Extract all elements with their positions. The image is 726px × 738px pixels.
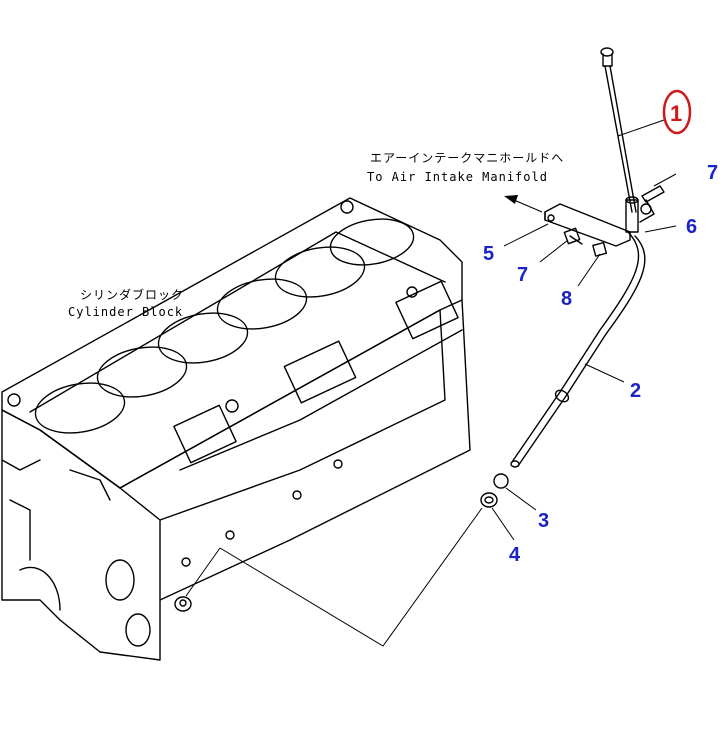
bolt-lower [563,227,583,245]
callout-highlight-ring [662,89,692,135]
block-caption-en: Cylinder Block [68,305,183,319]
nut-8 [592,241,608,257]
callout-7-lower[interactable]: 7 [517,264,528,286]
callout-8[interactable]: 8 [561,288,572,310]
bracket [544,203,631,247]
block-caption-jp: シリンダブロック [80,287,184,302]
cylinder-block [1,197,471,661]
callout-7-upper[interactable]: 7 [707,162,718,184]
leader-lines [185,119,677,647]
dipstick [600,47,639,233]
callout-2[interactable]: 2 [630,380,641,402]
washer-3 [493,473,509,489]
callout-5[interactable]: 5 [483,243,494,265]
manifold-caption-jp: エアーインテークマニホールドへ [370,151,564,165]
manifold-caption-en: To Air Intake Manifold [367,170,548,184]
callout-1[interactable]: 1 [670,101,682,126]
plug-4 [480,492,498,508]
guide-tube [510,231,646,468]
direction-arrow [504,195,543,213]
callout-3[interactable]: 3 [538,510,549,532]
callout-6[interactable]: 6 [686,216,697,238]
bolt-upper [639,185,665,223]
callout-4[interactable]: 4 [509,544,521,566]
